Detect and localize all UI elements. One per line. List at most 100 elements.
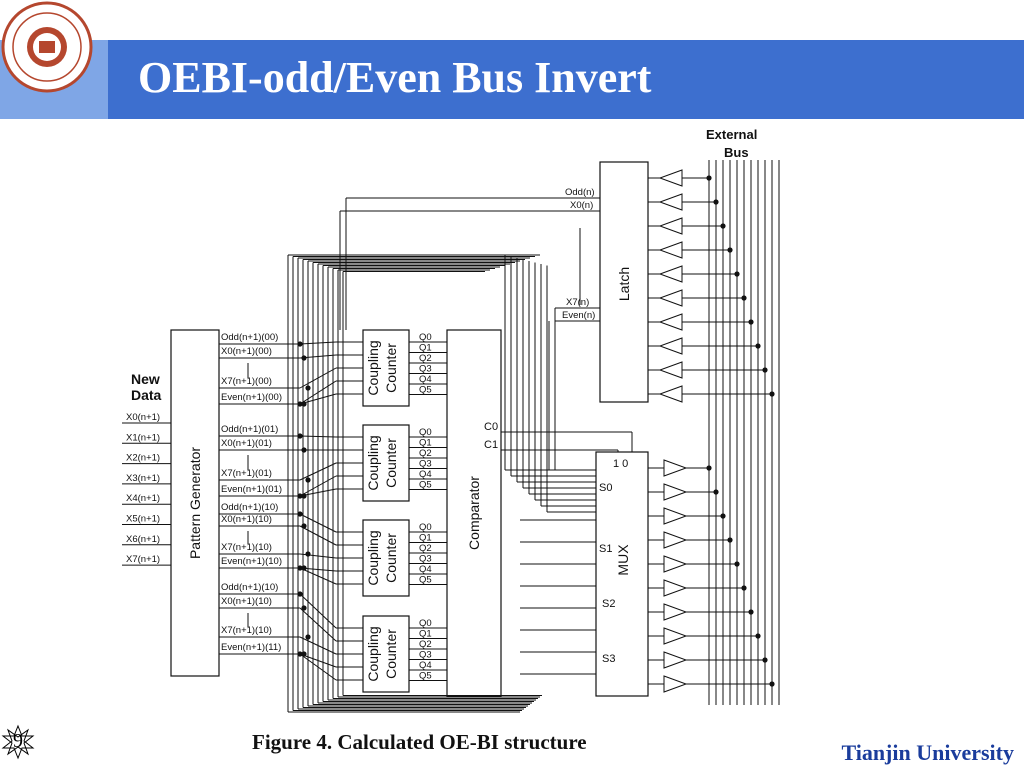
- mux-select-s1: S1: [599, 543, 612, 555]
- latch-block: [599, 161, 649, 403]
- external-bus-label-2: Bus: [724, 145, 749, 160]
- page-number-badge: 9: [0, 722, 36, 762]
- input-label: X7(n+1): [126, 554, 160, 565]
- counter-output-label: Q1: [419, 438, 432, 449]
- junction-dot: [301, 523, 307, 529]
- counter-output-label: Q5: [419, 575, 432, 586]
- junction-dot: [301, 651, 307, 657]
- counter-output-label: Q0: [419, 332, 432, 343]
- counter-output-label: Q2: [419, 639, 432, 650]
- external-bus-lines: [708, 160, 780, 705]
- bus-junction-dot: [734, 561, 740, 567]
- pattern-output-label: Even(n+1)(10): [221, 556, 282, 567]
- bus-junction-dot: [713, 199, 719, 205]
- coupling-counter-label-2: Counter: [383, 343, 399, 393]
- counter-output-label: Q4: [419, 660, 432, 671]
- junction-dot: [297, 433, 303, 439]
- latch-input-odd: Odd(n): [565, 187, 595, 198]
- junction-dot: [301, 493, 307, 499]
- input-label: X5(n+1): [126, 514, 160, 525]
- counter-output-label: Q1: [419, 343, 432, 354]
- pattern-generator-label: Pattern Generator: [187, 447, 203, 559]
- bus-junction-dot: [741, 585, 747, 591]
- buffer-triangle-icon: [658, 241, 683, 259]
- input-label: X0(n+1): [126, 412, 160, 423]
- bus-junction-dot: [720, 223, 726, 229]
- pattern-output-label: X7(n+1)(00): [221, 376, 272, 387]
- buffer-triangle-icon: [663, 651, 688, 669]
- new-data-label-1: New: [131, 371, 160, 387]
- mux-block: [595, 451, 649, 697]
- buffer-triangle-icon: [663, 459, 688, 477]
- bus-junction-dot: [748, 319, 754, 325]
- counter-output-label: Q3: [419, 459, 432, 470]
- coupling-counter-label-2: Counter: [383, 629, 399, 679]
- junction-dot: [301, 605, 307, 611]
- title-band: [0, 40, 1024, 119]
- diagram-wiring: [287, 197, 633, 713]
- star-badge-icon: [1, 724, 35, 760]
- bus-junction-dot: [762, 657, 768, 663]
- pattern-output-label: X0(n+1)(01): [221, 438, 272, 449]
- input-label: X3(n+1): [126, 473, 160, 484]
- pattern-output-label: X7(n+1)(10): [221, 542, 272, 553]
- counter-output-label: Q5: [419, 480, 432, 491]
- buffer-triangle-icon: [658, 289, 683, 307]
- buffer-triangle-icon: [663, 603, 688, 621]
- buffer-triangle-icon: [663, 675, 688, 693]
- bus-junction-dot: [748, 609, 754, 615]
- coupling-counter-label-1: Coupling: [365, 530, 381, 585]
- comparator-output-c0: C0: [484, 421, 498, 433]
- junction-dot: [297, 591, 303, 597]
- mux-select-s0: S0: [599, 482, 612, 494]
- pattern-generator-block: [170, 329, 220, 677]
- counter-output-label: Q5: [419, 671, 432, 682]
- coupling-counter-label-1: Coupling: [365, 340, 381, 395]
- input-label: X1(n+1): [126, 432, 160, 443]
- new-data-label-2: Data: [131, 387, 162, 403]
- input-lines: X0(n+1)X1(n+1)X2(n+1)X3(n+1)X4(n+1)X5(n+…: [122, 412, 171, 566]
- page-number: 9: [13, 730, 23, 752]
- mux-select-s3: S3: [602, 653, 615, 665]
- university-seal-icon: [1, 1, 93, 93]
- coupling-counter-label-2: Counter: [383, 533, 399, 583]
- pattern-output-label: Odd(n+1)(00): [221, 332, 278, 343]
- pattern-output-label: Odd(n+1)(10): [221, 582, 278, 593]
- junction-dot: [301, 355, 307, 361]
- bus-junction-dot: [706, 175, 712, 181]
- buffer-triangle-icon: [658, 265, 683, 283]
- mux-inputs-header: 1 0: [613, 458, 628, 470]
- input-label: X6(n+1): [126, 534, 160, 545]
- counter-output-label: Q4: [419, 469, 432, 480]
- mux-select-s2: S2: [602, 598, 615, 610]
- counter-output-label: Q4: [419, 564, 432, 575]
- counter-output-label: Q3: [419, 650, 432, 661]
- pattern-output-label: Even(n+1)(11): [221, 642, 281, 653]
- bus-junction-dot: [720, 513, 726, 519]
- comparator-label: Comparator: [466, 476, 482, 550]
- buffer-triangle-icon: [663, 555, 688, 573]
- pattern-output-label: X0(n+1)(00): [221, 346, 272, 357]
- latch-input-x0: X0(n): [570, 200, 593, 211]
- buffer-triangle-icon: [658, 337, 683, 355]
- counter-output-label: Q5: [419, 385, 432, 396]
- bus-junction-dot: [727, 537, 733, 543]
- pattern-generator-outputs: Odd(n+1)(00) X0(n+1)(00) X7(n+1)(00) Even(n…: [219, 332, 363, 681]
- latch-label: Latch: [616, 267, 632, 301]
- buffer-triangle-icon: [658, 169, 683, 187]
- bus-junction-dot: [734, 271, 740, 277]
- buffer-triangle-icon: [663, 483, 688, 501]
- pattern-output-label: Even(n+1)(00): [221, 392, 282, 403]
- coupling-counter-block: [362, 615, 410, 693]
- coupling-counter-block: [362, 329, 410, 407]
- junction-dot: [297, 341, 303, 347]
- pattern-output-label: Odd(n+1)(01): [221, 424, 278, 435]
- bus-junction-dot: [755, 343, 761, 349]
- buffer-triangle-icon: [663, 531, 688, 549]
- buffer-triangle-icon: [658, 361, 683, 379]
- pattern-output-label: Odd(n+1)(10): [221, 502, 278, 513]
- buffer-triangle-icon: [658, 193, 683, 211]
- bus-junction-dot: [741, 295, 747, 301]
